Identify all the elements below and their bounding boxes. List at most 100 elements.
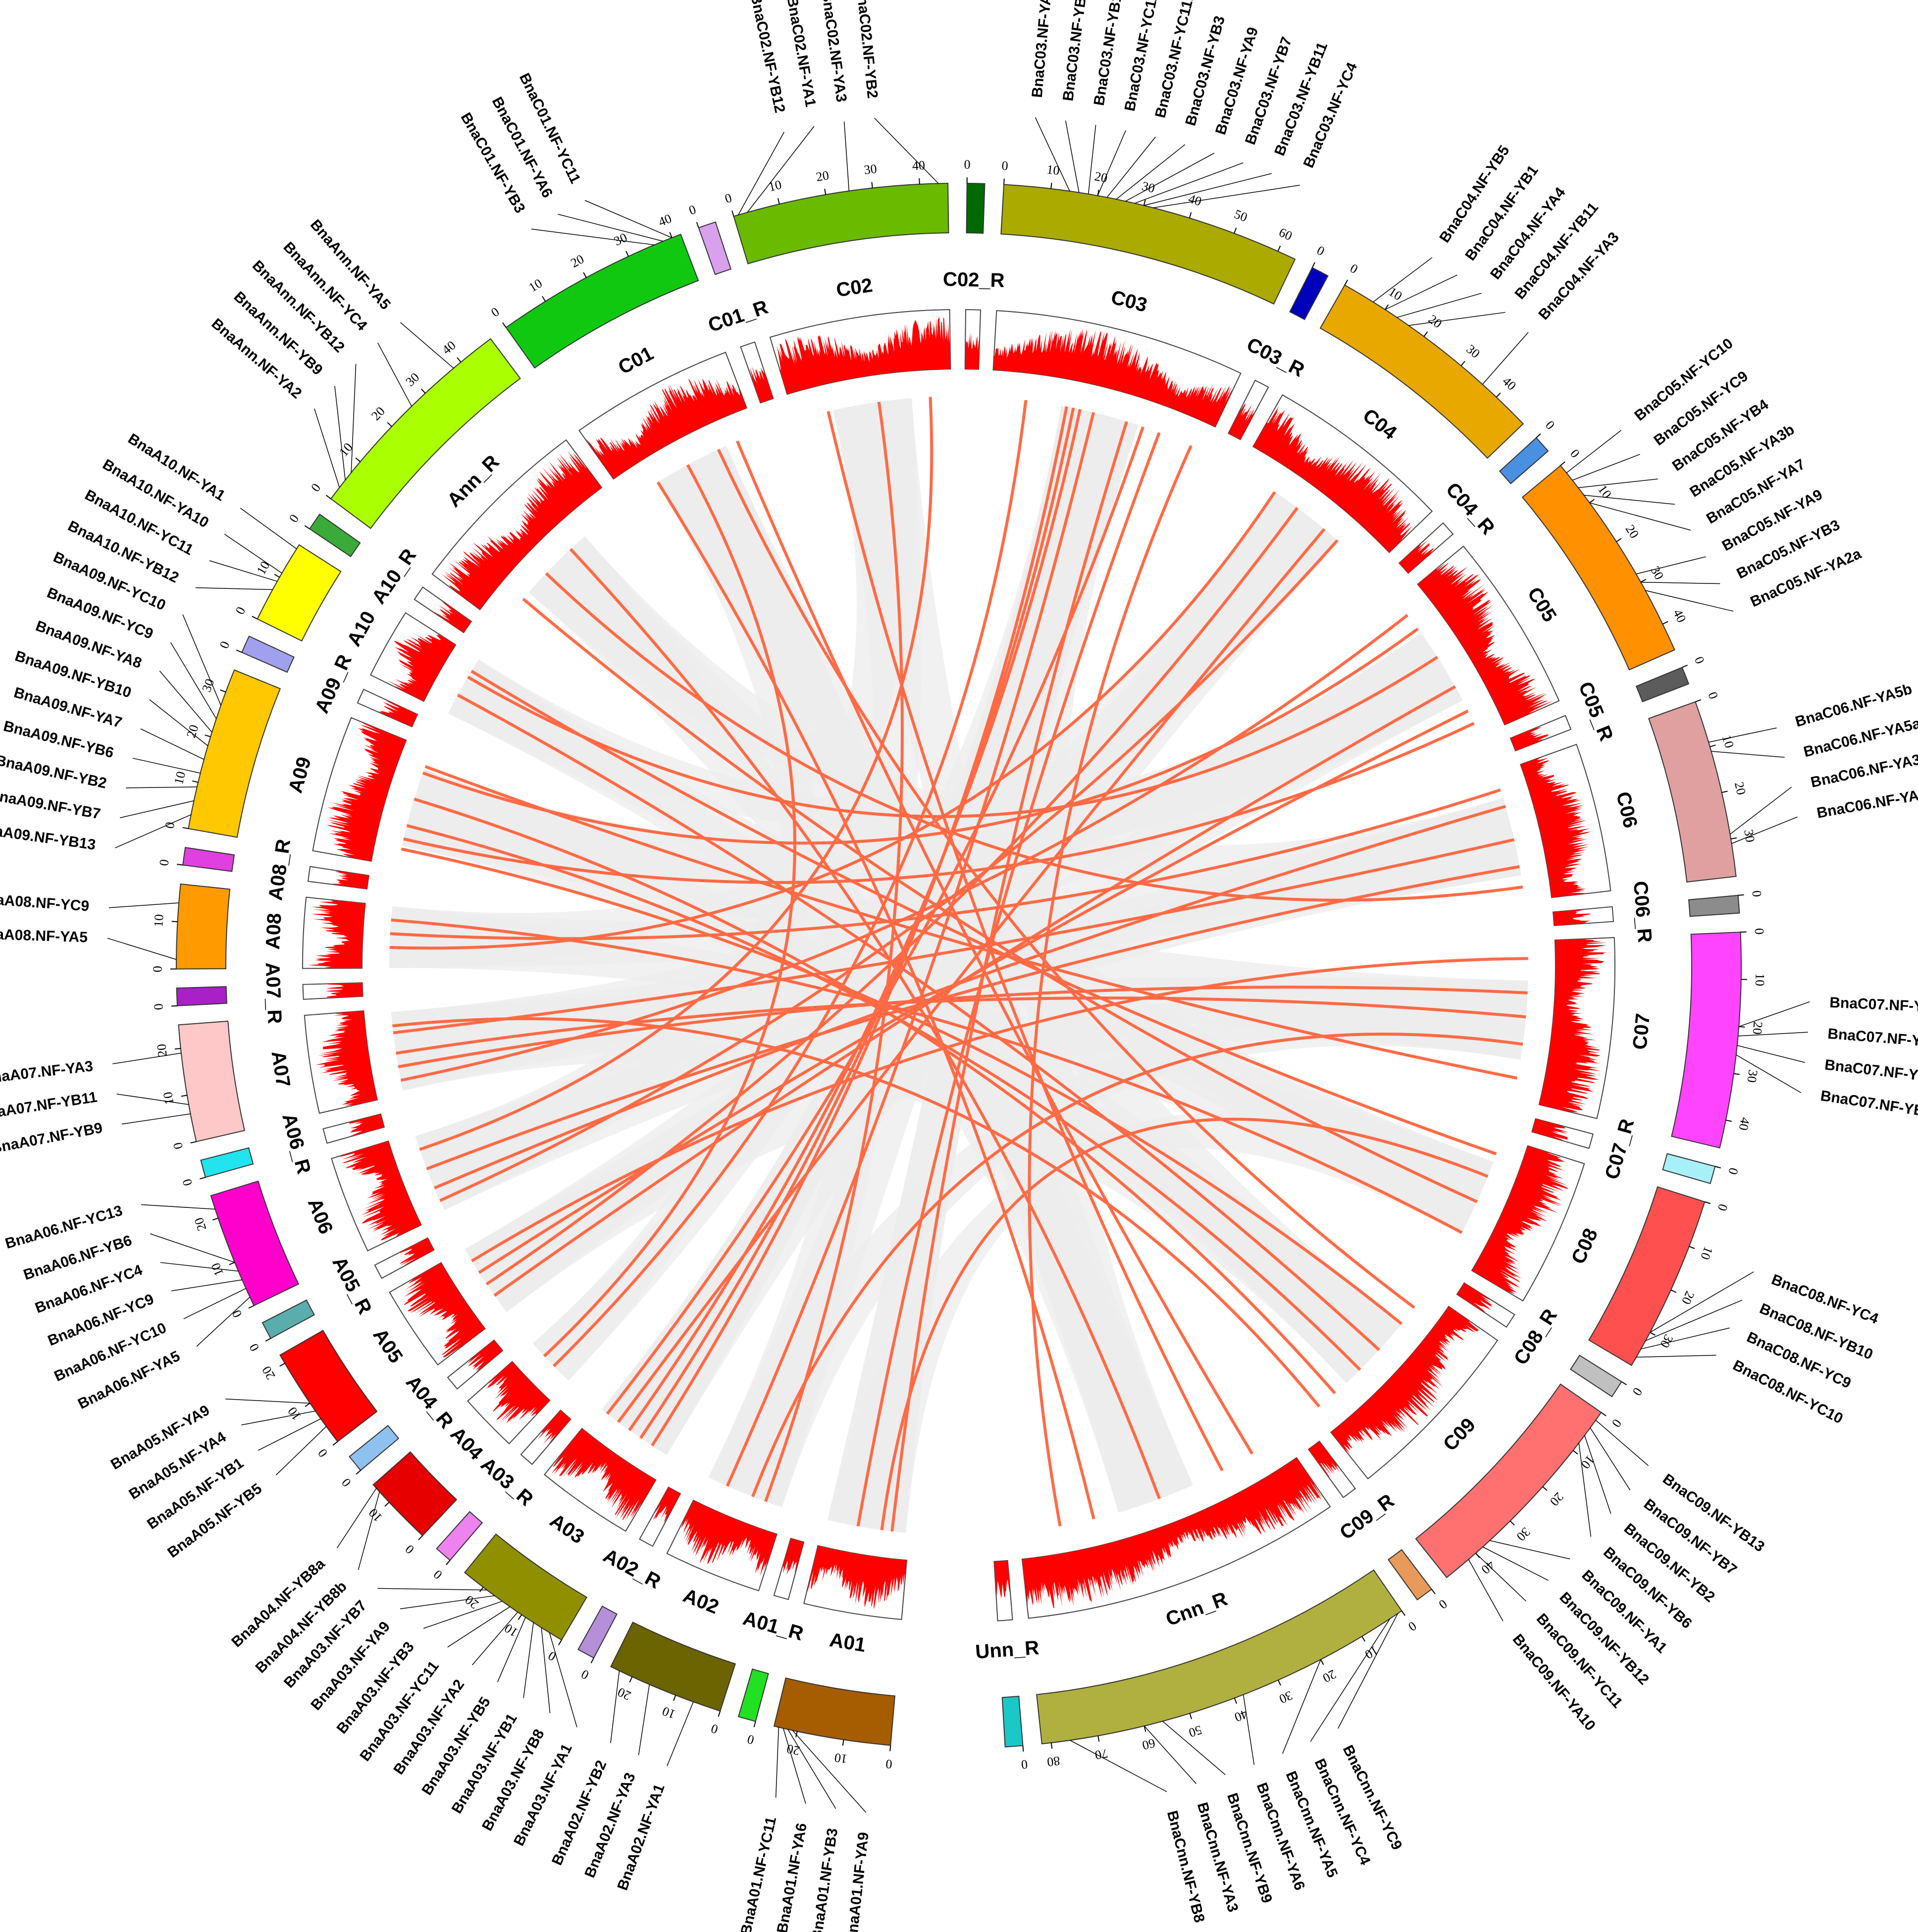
gene-leader-line (1566, 430, 1622, 473)
tick-label: 10 (254, 559, 272, 577)
density-histogram-c09 (1331, 1306, 1479, 1457)
gene-label-bnac02-nf-ya1: BnaC02.NF-YA1 (783, 0, 819, 108)
ideogram-a08-r (182, 847, 235, 872)
synteny-ribbon-30 (389, 798, 1521, 968)
tick-mark (1278, 1679, 1281, 1686)
ideogram-a08 (176, 883, 231, 970)
ideogram-a04 (372, 1451, 458, 1537)
tick-mark (919, 178, 920, 185)
gene-label-bnac07-nf-yc13: BnaC07.NF-YC13 (1827, 1026, 1918, 1051)
gene-leader-line (1731, 816, 1798, 844)
gene-leader-line (1589, 502, 1691, 531)
tick-label: 20 (1623, 522, 1642, 541)
tick-label: 30 (612, 230, 629, 249)
gene-leader-line (1282, 1659, 1321, 1754)
chromosome-label-a10-r: A10_R (367, 545, 420, 608)
ideogram-a07-r (176, 986, 227, 1006)
tick-mark (1189, 212, 1192, 218)
tick-mark (1344, 279, 1348, 286)
tick-mark (1640, 578, 1647, 583)
gene-label-bnaa03-nf-yb3: BnaA03.NF-YB3 (334, 1639, 417, 1737)
ideogram-a07 (178, 1020, 246, 1143)
tick-mark (192, 780, 199, 783)
tick-mark (304, 525, 310, 529)
gene-leader-line (1578, 1443, 1592, 1537)
chromosome-label-a03: A03 (546, 1510, 588, 1548)
chromosome-label-c03-r: C03_R (1243, 333, 1308, 381)
chromosome-label-c07: C07 (1629, 1012, 1654, 1050)
chromosome-c06: C060102030BnaC06.NF-YA5bBnaC06.NF-YA5aBn… (1520, 681, 1918, 898)
tick-label: 0 (709, 1721, 720, 1737)
ideogram-unn-r (1001, 1695, 1024, 1748)
gene-label-bnac09-nf-yb2: BnaC09.NF-YB2 (1621, 1520, 1718, 1606)
chromosome-a08-r: A08_R0 (156, 837, 369, 902)
tick-label: 30 (403, 370, 422, 389)
tick-label: 30 (199, 677, 217, 694)
gene-leader-line (400, 322, 454, 368)
tick-label: 0 (1752, 928, 1767, 935)
collinearity-link-41 (1028, 445, 1192, 1527)
tick-label: 40 (1233, 1707, 1250, 1724)
collinearity-link-44 (471, 957, 1528, 1262)
gene-label-bnaa05-nf-yb5: BnaA05.NF-YB5 (164, 1480, 265, 1561)
tick-mark (842, 1739, 844, 1746)
chromosome-label-c05: C05 (1523, 583, 1560, 626)
gene-leader-line (1070, 1740, 1167, 1792)
collinearity-link-34 (485, 507, 1299, 1286)
tick-label: 10 (767, 177, 783, 194)
tick-label: 20 (616, 1685, 633, 1703)
collinearity-link-39 (470, 670, 1497, 1155)
gene-leader-line (584, 200, 673, 238)
tick-mark (384, 1502, 390, 1507)
tick-mark (229, 1262, 235, 1265)
gene-leader-line (1645, 1300, 1743, 1341)
tick-label: 0 (1348, 261, 1360, 277)
chromosome-label-cnn-r: Cnn_R (1163, 1588, 1230, 1630)
density-histogram-a10 (387, 634, 456, 701)
gene-leader-line (1709, 728, 1777, 743)
tick-label: 20 (1426, 312, 1445, 331)
density-histogram-c08-r (1456, 1283, 1493, 1312)
gene-label-bnac09-nf-ya10: BnaC09.NF-YA10 (1509, 1631, 1599, 1734)
gene-leader-line (638, 1684, 650, 1755)
tick-label: 40 (912, 158, 925, 173)
gene-leader-line (314, 408, 340, 488)
density-histogram-c01 (585, 378, 747, 479)
tick-label: 0 (723, 191, 733, 207)
tick-label: 10 (526, 276, 545, 295)
chromosome-label-a01-r: A01_R (740, 1607, 806, 1645)
chromosome-label-c02-r: C02_R (943, 268, 1005, 292)
gene-label-bnac04-nf-yb5: BnaC04.NF-YB5 (1436, 143, 1512, 246)
tick-mark (778, 198, 780, 205)
tick-mark (1689, 1246, 1695, 1249)
chromosome-label-a05: A05 (368, 1325, 407, 1367)
tick-label: 20 (1679, 1289, 1697, 1307)
gene-leader-line (1385, 274, 1457, 310)
synteny-background-layer (389, 398, 1528, 1533)
collinearity-link-8 (553, 400, 1028, 1367)
collinearity-link-22 (414, 797, 1336, 1395)
collinearity-link-43 (545, 572, 1523, 902)
ideogram-c05-r (1635, 667, 1690, 703)
ideogram-a02-r (577, 1605, 618, 1659)
collinearity-link-14 (419, 397, 933, 1151)
collinearity-link-30 (827, 411, 1224, 1471)
density-histogram-c02 (777, 316, 951, 394)
chromosome-label-a08-r: A08_R (264, 837, 295, 902)
tick-mark (1050, 1742, 1053, 1749)
tick-label: 0 (233, 605, 249, 617)
density-histogram-a02 (681, 1500, 777, 1576)
ideogram-a10-r (309, 513, 361, 558)
tick-label: 0 (151, 1003, 166, 1010)
ideogram-c09-r (1387, 1549, 1433, 1601)
ideogram-a10 (257, 544, 342, 642)
tick-mark (1320, 1659, 1324, 1665)
tick-label: 10 (171, 770, 188, 786)
tick-mark (200, 1177, 206, 1180)
ideogram-c03-r (1289, 267, 1329, 320)
chromosome-label-a09: A09 (284, 754, 315, 795)
gene-label-bnac04-nf-ya4: BnaC04.NF-YA4 (1487, 184, 1569, 283)
tick-mark (181, 1095, 187, 1097)
tick-mark (1401, 1610, 1406, 1616)
tick-label: 20 (1320, 1667, 1338, 1686)
